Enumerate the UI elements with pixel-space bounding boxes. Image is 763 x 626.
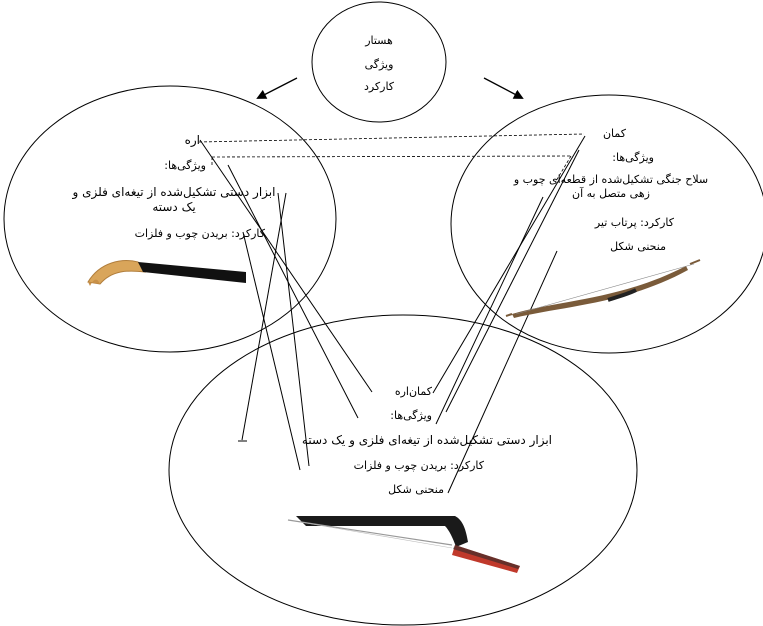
right-function: کارکرد: پرتاب تیر [594, 216, 674, 229]
right-description: سلاح جنگی تشکیل‌شده از قطعه‌ای چوب و زهی… [513, 173, 709, 200]
left-title: اره [184, 133, 200, 147]
bottom-shape: منحنی شکل [388, 483, 444, 496]
bottom-circle [168, 314, 638, 626]
bottom-description: ابزار دستی تشکیل‌شده از تیغه‌ای فلزی و ی… [301, 433, 552, 447]
dashed-link-features [211, 155, 572, 158]
connector-left-func [242, 231, 301, 471]
arrow-to-left-circle [256, 77, 298, 99]
top-line-2: ویژگی [364, 58, 394, 71]
left-circle [3, 85, 337, 353]
top-circle [311, 1, 447, 123]
dashed-link-title [198, 133, 585, 143]
bottom-title: کمان‌اره [394, 385, 432, 398]
connector-left-desc-a [241, 192, 287, 441]
connector-left-features [227, 164, 359, 419]
top-line-3: کارکرد [363, 80, 395, 93]
handsaw-icon [87, 260, 246, 286]
bottom-features-label: ویژگی‌ها: [390, 409, 432, 422]
bow-icon [505, 259, 701, 318]
right-shape: منحنی شکل [610, 240, 666, 253]
bottom-function: کارکرد: بریدن چوب و فلزات [353, 459, 484, 472]
right-circle [450, 94, 763, 354]
connector-right-features [445, 149, 580, 413]
connector-right-shape [447, 250, 558, 494]
left-function: کارکرد: بریدن چوب و فلزات [134, 227, 265, 240]
left-features-label: ویژگی‌ها: [164, 159, 206, 172]
connector-right-desc [435, 196, 544, 425]
connector-right-title [432, 135, 586, 394]
top-line-1: هستار [365, 34, 393, 47]
hacksaw-icon [287, 516, 520, 573]
right-features-label: ویژگی‌ها: [612, 151, 654, 164]
right-title: کمان [602, 127, 626, 140]
arrow-to-right-circle [483, 77, 524, 99]
left-description: ابزار دستی تشکیل‌شده از تیغه‌ای فلزی و ی… [72, 185, 276, 214]
connector-left-desc-b [277, 192, 310, 467]
